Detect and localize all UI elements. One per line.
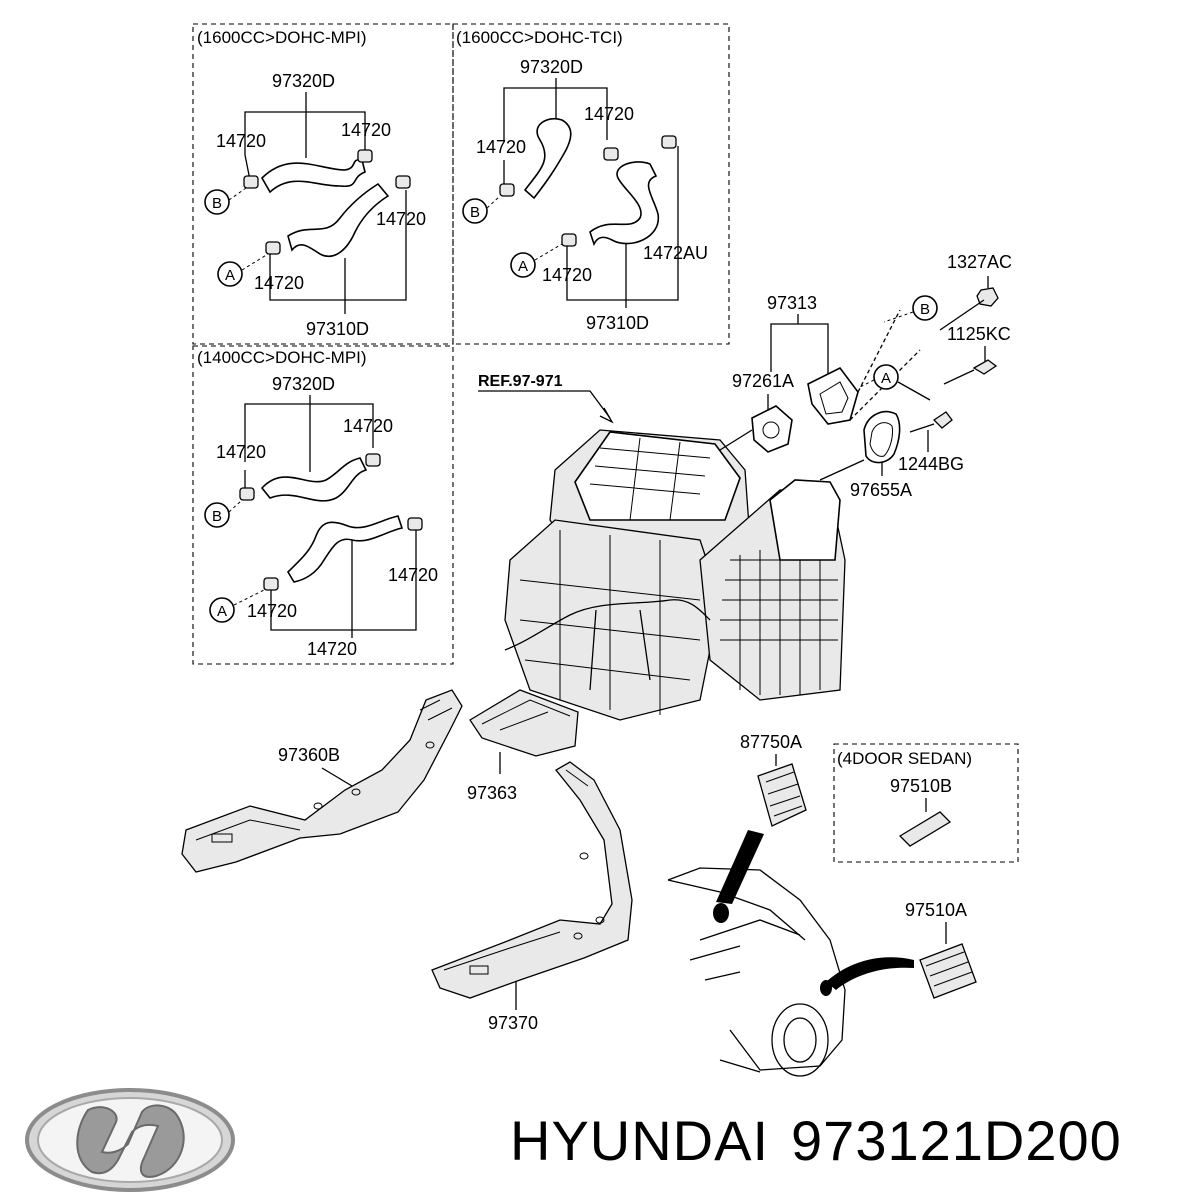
connector-a-circle: A	[873, 364, 899, 390]
label-14720: 14720	[216, 442, 266, 462]
label-97261a: 97261A	[732, 371, 794, 391]
label-97510b: 97510B	[890, 776, 952, 796]
part-number: 973121D200	[791, 1109, 1122, 1172]
label-14720: 14720	[388, 565, 438, 585]
clamp	[395, 175, 411, 189]
panel-header-sedan: (4DOOR SEDAN)	[837, 749, 972, 768]
clamp	[265, 241, 281, 255]
label-1244bg: 1244BG	[898, 454, 964, 474]
clamp	[603, 147, 619, 161]
hyundai-logo	[25, 1088, 235, 1192]
panel-1600-mpi: 97320D 14720 14720 14720 14720 97310D B …	[204, 71, 426, 339]
label-97655a: 97655A	[850, 480, 912, 500]
connector-a-circle: A	[209, 597, 235, 623]
vent-97510a: 97510A	[820, 900, 977, 999]
svg-text:A: A	[518, 258, 528, 275]
label-1125kc: 1125KC	[947, 324, 1011, 344]
clamp	[357, 149, 373, 163]
clamp	[365, 453, 381, 467]
pointer-97510a	[826, 957, 914, 990]
connector-b-circle: B	[204, 189, 230, 215]
reference-label: REF.97-971	[478, 373, 563, 390]
svg-text:B: B	[470, 204, 480, 221]
connector-a-circle: A	[217, 261, 243, 287]
label-14720: 14720	[247, 601, 297, 621]
gasket-97261a	[751, 405, 793, 453]
svg-text:A: A	[881, 370, 891, 387]
clamp	[239, 487, 255, 501]
panel-header-1400-mpi: (1400CC>DOHC-MPI)	[197, 348, 367, 367]
label-1472au: 1472AU	[643, 243, 708, 263]
hose-upper	[260, 457, 368, 502]
vent-97510b: 97510B	[890, 776, 952, 847]
svg-text:A: A	[217, 603, 227, 620]
panel-frame-sedan	[833, 743, 1019, 863]
label-97320d: 97320D	[272, 374, 335, 394]
label-97370: 97370	[488, 1013, 538, 1033]
clamp	[561, 233, 577, 247]
label-14720: 14720	[376, 209, 426, 229]
brand-caption: HYUNDAI 973121D200	[510, 1108, 1144, 1173]
label-14720: 14720	[584, 104, 634, 124]
duct-97370: 97370	[431, 761, 633, 1033]
hose-lower	[286, 515, 404, 583]
connector-b-circle: B	[204, 502, 230, 528]
label-97310d: 14720	[307, 639, 357, 659]
hose-lower	[589, 161, 659, 247]
clamp	[263, 577, 279, 591]
svg-text:A: A	[225, 267, 235, 284]
panel-1400-mpi: 97320D 14720 14720 14720 14720 14720 B A	[204, 374, 438, 659]
svg-text:B: B	[212, 508, 222, 525]
clamp	[499, 183, 515, 197]
seal-97655a	[863, 410, 901, 464]
label-14720: 14720	[254, 273, 304, 293]
panel-frame-1600-tci	[452, 23, 730, 345]
panel-1600-tci: 97320D 14720 14720 14720 1472AU 97310D B…	[462, 57, 708, 333]
car-rear-outline	[667, 867, 846, 1077]
clamp	[661, 135, 677, 149]
connector-a-circle: A	[510, 252, 536, 278]
panel-header-1600-tci: (1600CC>DOHC-TCI)	[456, 28, 623, 47]
right-fastener-parts: 1327AC 97313 1125KC 97261A 1244BG 97655A…	[719, 252, 1012, 500]
svg-text:B: B	[920, 301, 930, 318]
duct-97360b: 97360B	[181, 689, 463, 873]
hose-upper	[523, 118, 572, 200]
panel-frame-1600-mpi	[192, 23, 454, 345]
label-1327ac: 1327AC	[947, 252, 1012, 272]
connector-b-circle: B	[912, 295, 938, 321]
label-87750a: 87750A	[740, 732, 802, 752]
bolt-1244bg	[932, 411, 953, 429]
connector-b-circle: B	[462, 198, 488, 224]
hose-lower	[287, 182, 390, 257]
label-97360b: 97360B	[278, 745, 340, 765]
panel-frame-1400-mpi	[192, 345, 454, 665]
label-14720: 14720	[341, 120, 391, 140]
svg-text:B: B	[212, 195, 222, 212]
clamp	[407, 517, 423, 531]
gasket-97313	[807, 366, 859, 425]
duct-97363: 97363	[467, 689, 579, 803]
label-97320d: 97320D	[520, 57, 583, 77]
clamp	[243, 175, 259, 189]
label-97313: 97313	[767, 293, 817, 313]
heater-blower-unit	[504, 429, 846, 721]
label-97310d: 97310D	[306, 319, 369, 339]
label-97510a: 97510A	[905, 900, 967, 920]
brand-name: HYUNDAI	[510, 1109, 770, 1172]
label-97363: 97363	[467, 783, 517, 803]
bolt-1125kc	[972, 359, 998, 375]
panel-header-1600-mpi: (1600CC>DOHC-MPI)	[197, 28, 367, 47]
label-14720: 14720	[216, 131, 266, 151]
label-14720: 14720	[476, 137, 526, 157]
pointer-87750a	[716, 830, 764, 904]
vent-87750a: 87750A	[713, 732, 807, 923]
hose-upper	[261, 158, 366, 194]
label-97320d: 97320D	[272, 71, 335, 91]
label-14720: 14720	[343, 416, 393, 436]
label-97310d: 97310D	[586, 313, 649, 333]
